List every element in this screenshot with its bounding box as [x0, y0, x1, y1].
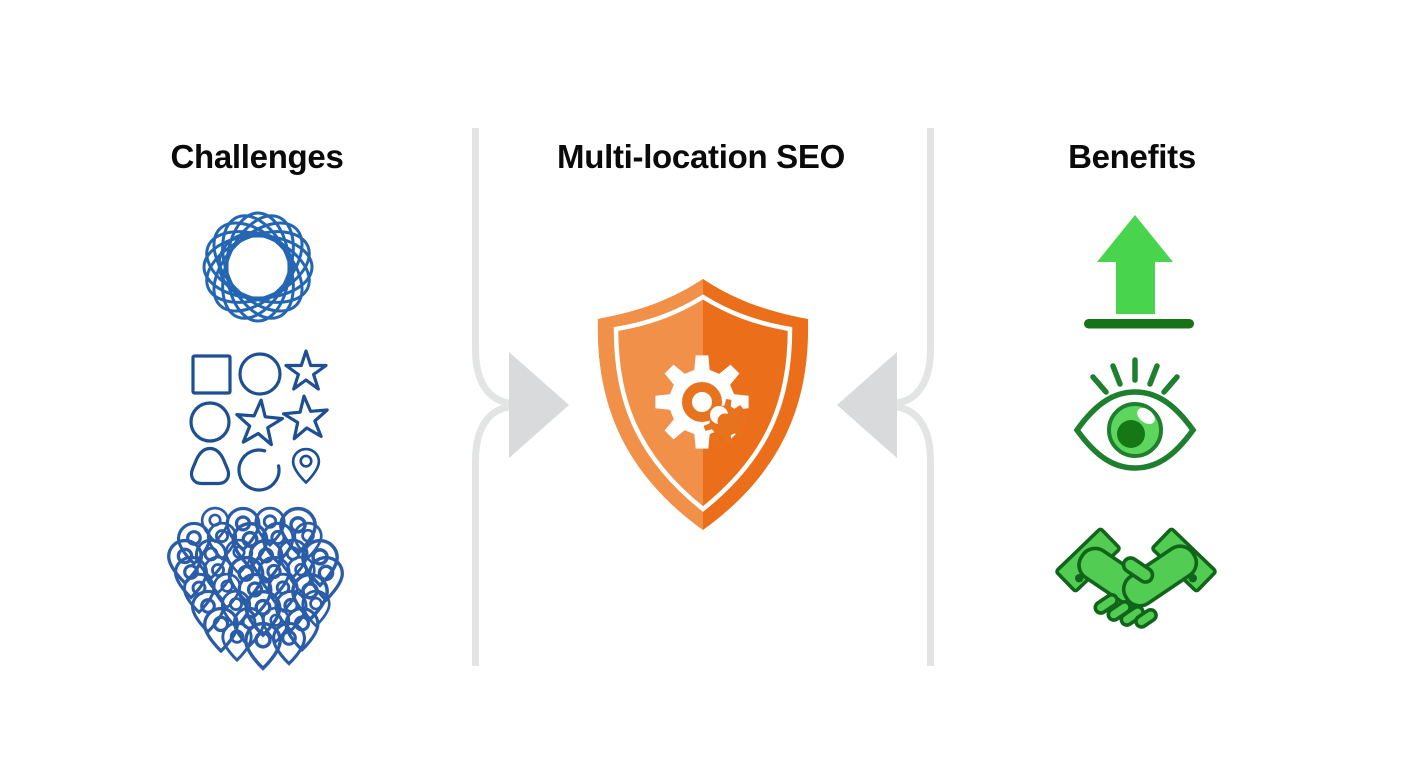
mixed-shapes-grid-icon: [189, 349, 329, 492]
center-title: Multi-location SEO: [557, 138, 845, 175]
handshake-icon: [1055, 527, 1217, 629]
left-connector-arrow: [472, 128, 569, 666]
right-connector-arrow: [837, 128, 934, 666]
challenges-title: Challenges: [170, 138, 344, 175]
shield-gear-icon: [597, 279, 809, 530]
visibility-eye-icon: [1073, 357, 1197, 471]
tangled-scribble-icon: [202, 211, 314, 323]
growth-arrow-icon: [1084, 215, 1194, 329]
benefits-title: Benefits: [1068, 138, 1196, 175]
location-pin-cluster-icon: [167, 506, 344, 671]
